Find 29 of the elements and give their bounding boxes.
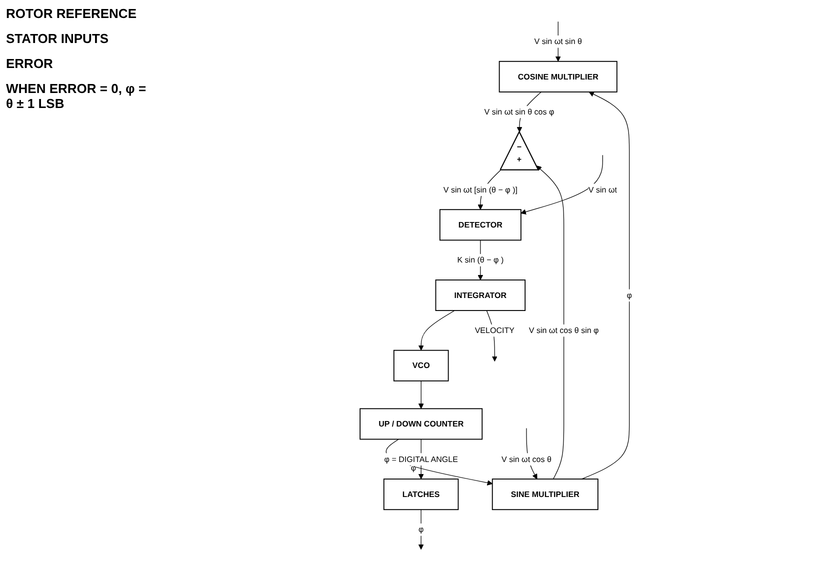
note-label: ROTOR REFERENCE xyxy=(6,6,138,21)
edge-label: V sin ωt sin θ cos φ xyxy=(484,107,554,116)
edge-label: φ xyxy=(626,290,632,300)
node-box: INTEGRATOR xyxy=(435,280,526,311)
edge-label: K sin (θ − φ ) xyxy=(457,255,504,265)
node-box: DETECTOR xyxy=(439,209,522,241)
note-label: STATOR INPUTS xyxy=(6,31,110,46)
node-box: SINE MULTIPLIER xyxy=(492,478,598,510)
node-box: LATCHES xyxy=(383,478,459,510)
note-label: ERROR xyxy=(6,56,54,71)
node-box: COSINE MULTIPLIER xyxy=(498,60,618,92)
arrow xyxy=(581,92,630,480)
arrow xyxy=(418,310,455,351)
node-box: VCO xyxy=(393,350,449,382)
arrow xyxy=(418,509,424,550)
arrow xyxy=(520,154,603,214)
node-box: UP / DOWN COUNTER xyxy=(360,408,483,440)
arrow xyxy=(536,166,564,480)
note-label: WHEN ERROR = 0, φ = θ ± 1 LSB xyxy=(6,81,148,111)
edge-label: φ xyxy=(410,463,416,472)
edge-label: V sin ωt cos θ xyxy=(501,454,552,464)
edge-label: V sin ωt sin θ xyxy=(534,36,582,46)
edge-label: V sin ωt [sin (θ − φ )] xyxy=(443,184,518,194)
edge-label: φ xyxy=(418,524,424,534)
edge-label: VELOCITY xyxy=(474,326,515,335)
arrow xyxy=(418,380,424,409)
edge-label: V sin ωt xyxy=(588,184,617,194)
edge-label: V sin ωt cos θ sin φ xyxy=(528,326,599,335)
edge-label: φ = DIGITAL ANGLE xyxy=(384,454,458,464)
